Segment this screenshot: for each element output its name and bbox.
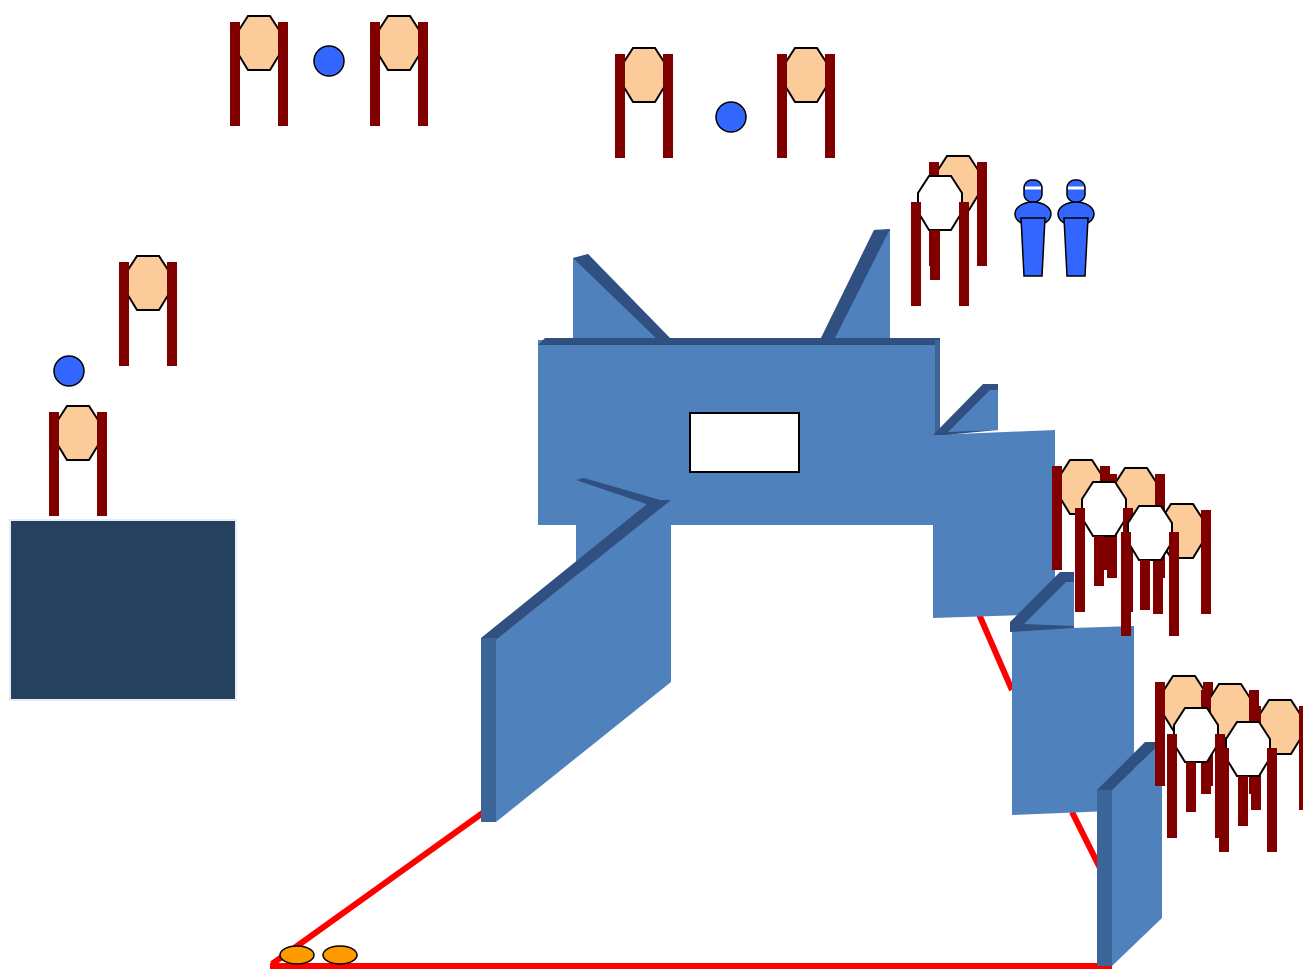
player xyxy=(370,16,428,126)
player xyxy=(615,48,673,158)
player xyxy=(1167,708,1225,838)
ball xyxy=(314,46,344,76)
ball xyxy=(54,356,84,386)
player xyxy=(49,406,107,516)
mid-group xyxy=(1052,460,1211,636)
passing-pair-2 xyxy=(615,48,835,158)
front-group xyxy=(1155,676,1303,852)
player xyxy=(777,48,835,158)
field-lines xyxy=(270,612,1112,966)
dark-block xyxy=(10,520,236,700)
passing-pair-1 xyxy=(230,16,428,126)
player xyxy=(119,256,177,366)
goal-window xyxy=(690,413,799,472)
cone-marker xyxy=(280,946,314,964)
ball xyxy=(716,102,746,132)
cone-markers xyxy=(280,946,357,964)
player xyxy=(911,176,969,306)
wall-structure xyxy=(481,229,1162,966)
rear-group xyxy=(911,156,1094,306)
player xyxy=(230,16,288,126)
wall-right-step-1 xyxy=(933,430,1055,618)
dummy xyxy=(1015,180,1051,276)
player xyxy=(1219,722,1277,852)
side-group xyxy=(49,256,177,516)
player xyxy=(1121,506,1179,636)
field-line-right-upper xyxy=(978,612,1012,690)
cone-marker xyxy=(323,946,357,964)
field-line-right-lower xyxy=(1072,812,1100,868)
dummy xyxy=(1058,180,1094,276)
field-line-left xyxy=(272,812,484,964)
